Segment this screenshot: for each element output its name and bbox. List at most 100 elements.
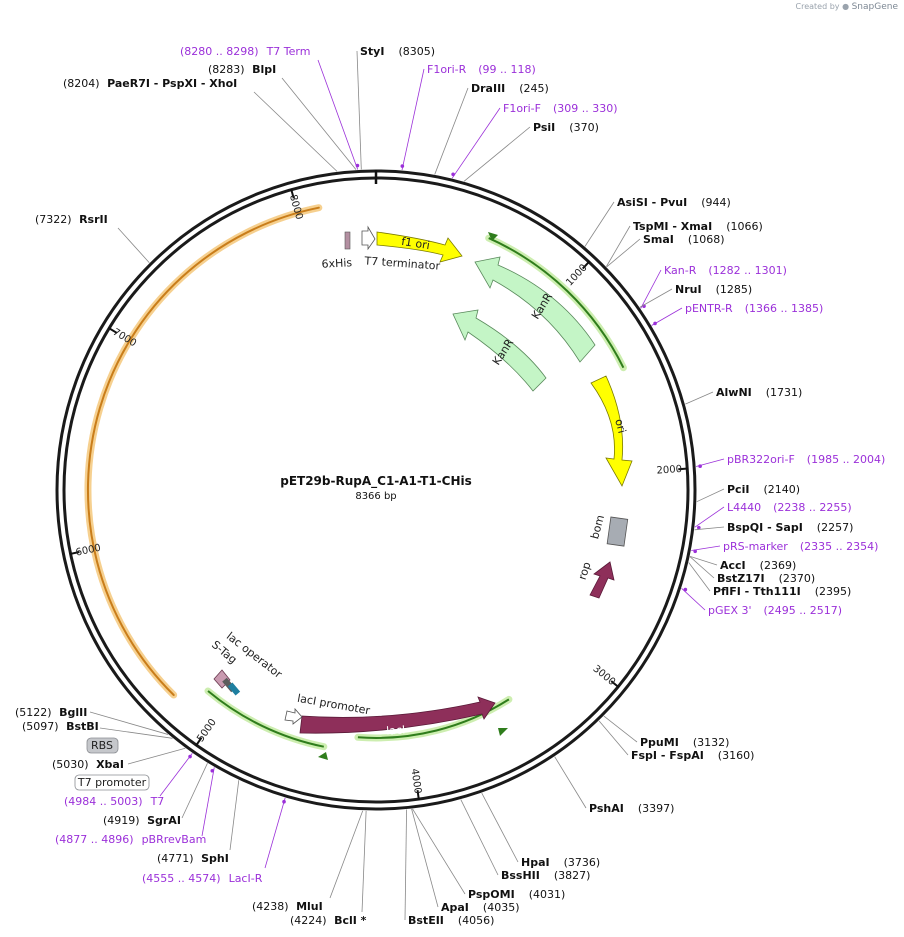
- enzyme-label[interactable]: AlwNI(1731): [716, 386, 802, 399]
- feature-label: bom: [588, 514, 607, 541]
- primer-site-mark: [188, 754, 192, 759]
- enzyme-label[interactable]: (8283) BlpI: [208, 63, 276, 76]
- primer-label[interactable]: (4877 .. 4896)pBRrevBam: [55, 833, 206, 846]
- enzyme-label[interactable]: NruI(1285): [675, 283, 752, 296]
- leader-line: [606, 225, 631, 267]
- enzyme-label[interactable]: AsiSI - PvuI(944): [617, 196, 731, 209]
- enzyme-label[interactable]: HpaI(3736): [521, 856, 600, 869]
- enzyme-label[interactable]: (4224) BclI *: [290, 914, 367, 927]
- kanr-arrow-outer-icon: [474, 256, 596, 363]
- enzyme-label[interactable]: BstEII(4056): [408, 914, 494, 927]
- scale-tick: [610, 680, 620, 689]
- primer-site-mark: [400, 164, 405, 168]
- promoter-arrow-icon: [284, 707, 303, 725]
- primer-label[interactable]: pRS-marker(2335 .. 2354): [723, 540, 878, 553]
- scale-tick: [678, 467, 689, 471]
- enzyme-label[interactable]: PciI(2140): [727, 483, 800, 496]
- plasmid-length: 8366 bp: [355, 491, 396, 502]
- rop-arrow-icon: [589, 561, 615, 599]
- feature-label: rop: [576, 560, 594, 581]
- tick-label: 2000: [656, 464, 682, 477]
- leader-line: [117, 227, 150, 263]
- primer-label[interactable]: pENTR-R(1366 .. 1385): [685, 302, 823, 315]
- leader-line: [651, 307, 683, 326]
- credit-brand: SnapGene: [851, 2, 898, 12]
- credit-prefix: Created by: [795, 2, 840, 11]
- leader-line: [606, 238, 641, 268]
- primer-label[interactable]: (4984 .. 5003)T7: [64, 795, 164, 808]
- enzyme-label[interactable]: (5030) XbaI: [52, 758, 124, 771]
- leader-line: [688, 562, 711, 592]
- primer-site-mark: [697, 525, 701, 530]
- primer-site-mark: [693, 549, 697, 554]
- terminator-arrow-icon: [361, 225, 376, 251]
- enzyme-label[interactable]: (4771) SphI: [157, 852, 229, 865]
- leader-line: [281, 77, 357, 170]
- leader-line: [689, 556, 715, 579]
- leader-line: [696, 488, 725, 503]
- tick-label: 3000: [591, 663, 618, 688]
- primer-label[interactable]: pGEX 3'(2495 .. 2517): [708, 604, 842, 617]
- leader-line: [404, 809, 407, 921]
- primer-label[interactable]: F1ori-R(99 .. 118): [427, 63, 536, 76]
- enzyme-label[interactable]: FspI - FspAI(3160): [631, 749, 754, 762]
- enzyme-label[interactable]: (4238) MluI: [252, 900, 323, 913]
- feature-label: ori: [612, 417, 628, 434]
- rbs-box: [86, 737, 119, 754]
- scale-tick: [107, 326, 118, 334]
- tick-label: 5000: [195, 717, 219, 744]
- enzyme-label[interactable]: BstZ17I(2370): [717, 572, 815, 585]
- primer-label[interactable]: L4440(2238 .. 2255): [727, 501, 852, 514]
- scale-tick: [416, 790, 420, 801]
- enzyme-label[interactable]: BssHII(3827): [501, 869, 590, 882]
- primer-site-mark: [355, 163, 360, 168]
- leader-line: [694, 526, 725, 531]
- green-arrowhead-icon: [488, 232, 498, 241]
- primer-site-mark: [683, 587, 688, 592]
- ori-arrow-icon: [590, 375, 633, 487]
- enzyme-label[interactable]: PshAI(3397): [589, 802, 674, 815]
- backbone-inner-ring: [62, 176, 690, 804]
- leader-line: [460, 799, 499, 876]
- primer-label[interactable]: (8280 .. 8298)T7 Term: [180, 45, 310, 58]
- leader-line: [99, 727, 173, 739]
- enzyme-label[interactable]: PpuMI(3132): [640, 736, 729, 749]
- enzyme-label[interactable]: SmaI(1068): [643, 233, 724, 246]
- primer-site-mark: [282, 799, 286, 804]
- enzyme-label[interactable]: ApaI(4035): [441, 901, 519, 914]
- kanr-arrow-inner-icon: [452, 309, 547, 392]
- enzyme-label[interactable]: PspOMI(4031): [468, 888, 565, 901]
- enzyme-label[interactable]: StyI(8305): [360, 45, 435, 58]
- primer-label[interactable]: Kan-R(1282 .. 1301): [664, 264, 787, 277]
- primer-label[interactable]: (4555 .. 4574)LacI-R: [142, 872, 263, 885]
- green-feature-arcs: [204, 232, 627, 760]
- leader-line: [554, 756, 587, 809]
- enzyme-label[interactable]: PflFI - Tth111I(2395): [713, 585, 851, 598]
- stag-mark-icon: [227, 682, 241, 696]
- enzyme-label[interactable]: PsiI(370): [533, 121, 599, 134]
- scale-tick: [582, 260, 591, 270]
- primer-label[interactable]: F1ori-F(309 .. 330): [503, 102, 618, 115]
- leader-line: [89, 711, 169, 735]
- enzyme-label[interactable]: (8204) PaeR7I - PspXI - XhoI: [63, 77, 237, 90]
- enzyme-label[interactable]: (4919) SgrAI: [103, 814, 181, 827]
- plasmid-name: pET29b-RupA_C1-A1-T1-CHis: [280, 474, 472, 489]
- enzyme-label[interactable]: BspQI - SapI(2257): [727, 521, 853, 534]
- leader-line: [401, 68, 425, 171]
- bom-box-icon: [606, 516, 629, 547]
- green-arrowhead-icon: [498, 728, 508, 736]
- feature-label: T7 terminator: [363, 254, 441, 272]
- enzyme-label[interactable]: DraIII(245): [471, 82, 549, 95]
- f1-ori-arrow-icon: [376, 231, 463, 263]
- enzyme-label[interactable]: (7322) RsrII: [35, 213, 108, 226]
- enzyme-label[interactable]: (5097) BstBI: [22, 720, 99, 733]
- tick-label: 6000: [75, 543, 102, 559]
- snapgene-credit: Created by ● SnapGene: [796, 2, 899, 12]
- enzyme-label[interactable]: (5122) BglII: [15, 706, 87, 719]
- enzyme-label[interactable]: AccI(2369): [720, 559, 796, 572]
- feature-label: lacI promoter: [296, 692, 371, 718]
- primer-label[interactable]: pBR322ori-F(1985 .. 2004): [727, 453, 885, 466]
- feature-label: 6xHis: [321, 256, 352, 271]
- enzyme-label[interactable]: TspMI - XmaI(1066): [633, 220, 763, 233]
